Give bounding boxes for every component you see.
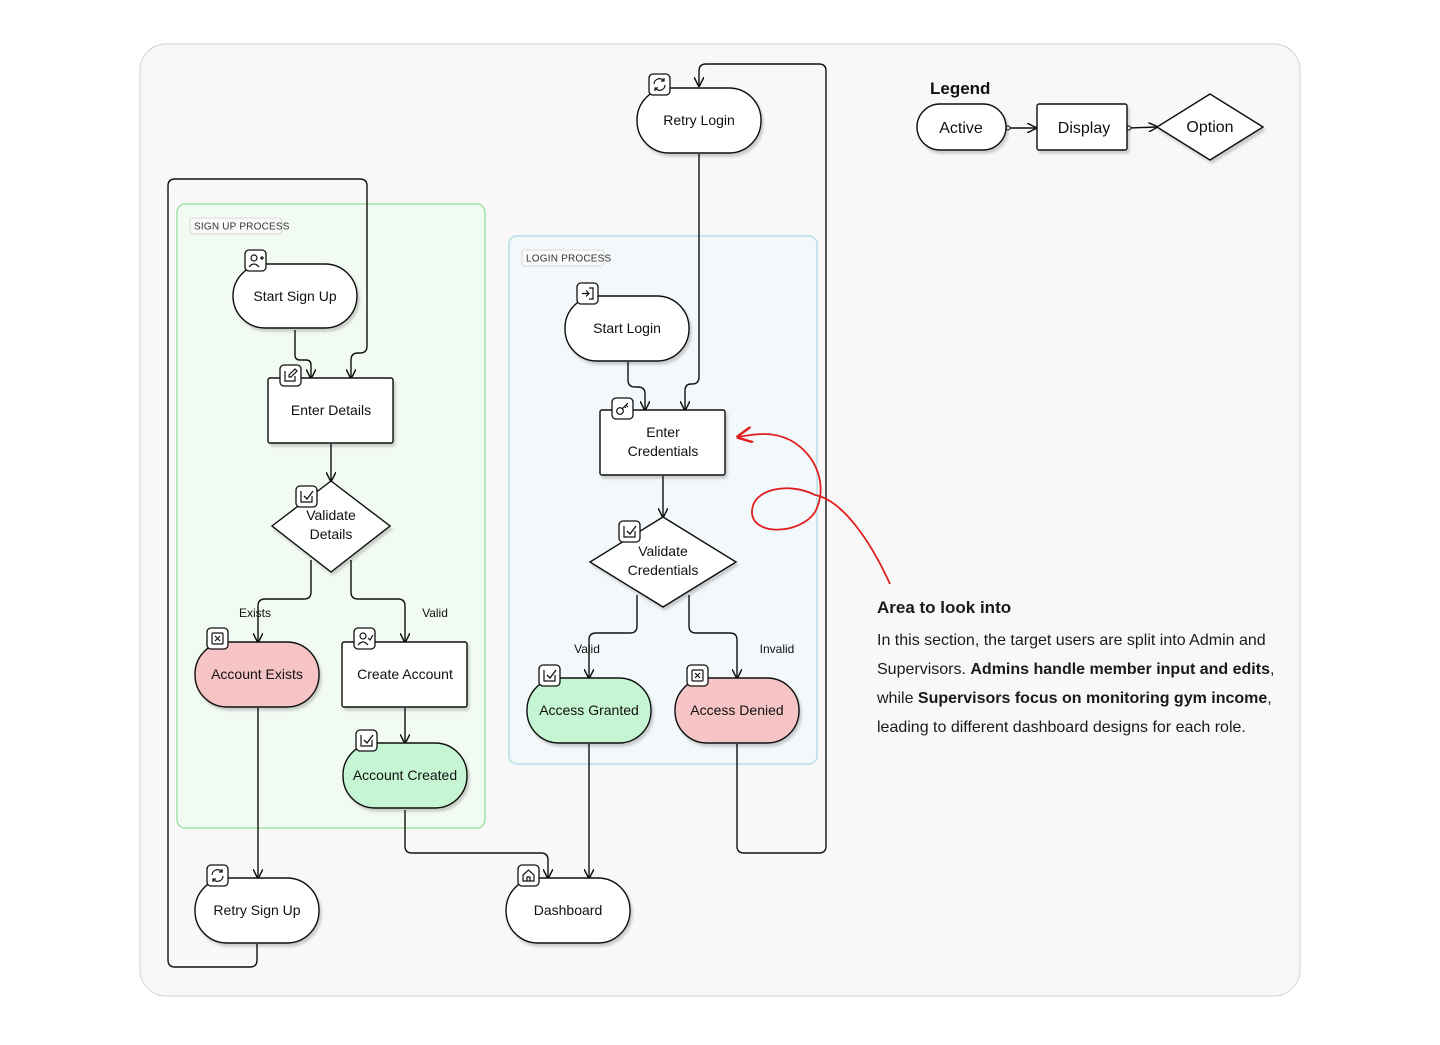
refresh-icon (648, 73, 671, 96)
node-account-created[interactable]: Account Created (342, 742, 468, 809)
legend-display-label: Display (1058, 120, 1110, 137)
refresh-icon (206, 864, 229, 887)
edge-retry-login-to-enter-credentials (685, 154, 700, 410)
legend: Legend Active Display Option (916, 79, 1265, 161)
node-dashboard[interactable]: Dashboard (505, 877, 631, 944)
signup-group-label: SIGN UP PROCESS (194, 222, 290, 233)
edge-label-exists: Exists (239, 606, 271, 620)
node-retry-login[interactable]: Retry Login (636, 87, 762, 154)
edge-retry-signup-to-enter-details (167, 178, 368, 968)
node-access-denied[interactable]: Access Denied (674, 677, 800, 744)
legend-edge-2 (1128, 127, 1157, 128)
legend-title: Legend (930, 79, 990, 98)
node-start-login[interactable]: Start Login (564, 295, 690, 362)
annotation-text-3: , leading to different dashboard designs… (877, 690, 1272, 736)
annotation-text-2: , while (877, 661, 1275, 707)
edit-icon (279, 364, 302, 387)
key-icon (611, 397, 634, 420)
login-icon (576, 282, 599, 305)
checkbox-icon (538, 664, 561, 687)
node-start-login-label: Start Login (593, 320, 661, 336)
node-enter-credentials[interactable]: Enter Credentials (599, 409, 726, 476)
node-account-created-label: Account Created (353, 767, 457, 783)
edge-label-invalid: Invalid (760, 642, 795, 656)
edge-account-created-to-dashboard (404, 810, 548, 878)
edge-start-signup-to-enter-details (294, 330, 311, 378)
node-account-exists[interactable]: Account Exists (194, 641, 320, 708)
x-square-icon (206, 627, 229, 650)
checkbox-icon (355, 729, 378, 752)
edge-access-denied-to-retry-login (699, 63, 827, 854)
edge-validate-to-access-granted (589, 595, 638, 678)
node-dashboard-label: Dashboard (534, 902, 603, 918)
edge-start-login-to-enter-credentials (627, 362, 645, 410)
edges (167, 63, 1157, 968)
annotation-bold-2: Supervisors focus on monitoring gym inco… (917, 690, 1268, 707)
login-group-label: LOGIN PROCESS (526, 254, 612, 265)
legend-option-label: Option (1186, 119, 1233, 136)
legend-active-label: Active (939, 120, 983, 137)
node-enter-details-label: Enter Details (291, 402, 371, 418)
checkbox-icon (295, 485, 318, 508)
edge-validate-to-access-denied (688, 595, 737, 678)
node-validate-credentials-label-2: Credentials (628, 562, 699, 578)
node-start-sign-up[interactable]: Start Sign Up (232, 263, 358, 329)
node-account-exists-label: Account Exists (211, 666, 303, 682)
user-check-icon (353, 627, 376, 650)
edge-validate-to-create-account (350, 560, 405, 642)
annotation-arrow (738, 434, 891, 585)
annotation-title: Area to look into (877, 598, 1012, 617)
annotation-bold-1: Admins handle member input and edits (970, 661, 1270, 678)
node-retry-sign-up[interactable]: Retry Sign Up (194, 877, 320, 944)
checkbox-icon (618, 520, 641, 543)
home-icon (517, 864, 540, 887)
legend-option: Option (1155, 93, 1265, 161)
annotation-text-1: In this section, the target users are sp… (877, 632, 1266, 678)
node-enter-details[interactable]: Enter Details (267, 377, 394, 444)
edge-validate-to-account-exists (258, 560, 312, 642)
node-enter-credentials-label-2: Credentials (628, 443, 699, 459)
node-validate-details-label-1: Validate (306, 507, 356, 523)
node-enter-credentials-label-1: Enter (646, 424, 680, 440)
annotation-body: In this section, the target users are sp… (877, 626, 1277, 742)
x-square-icon (686, 664, 709, 687)
node-create-account[interactable]: Create Account (341, 641, 468, 708)
edge-label-valid-login: Valid (574, 642, 600, 656)
node-retry-sign-up-label: Retry Sign Up (213, 902, 300, 918)
annotation-note: Area to look into In this section, the t… (877, 598, 1277, 742)
node-access-granted-label: Access Granted (539, 702, 639, 718)
node-create-account-label: Create Account (357, 666, 453, 682)
edge-label-valid-signup: Valid (422, 606, 448, 620)
user-plus-icon (244, 249, 267, 272)
node-validate-details-label-2: Details (310, 526, 353, 542)
legend-display: Display (1036, 103, 1128, 151)
node-access-denied-label: Access Denied (690, 702, 783, 718)
node-retry-login-label: Retry Login (663, 112, 735, 128)
legend-active: Active (916, 103, 1007, 151)
node-access-granted[interactable]: Access Granted (526, 677, 652, 744)
node-validate-credentials-label-1: Validate (638, 543, 688, 559)
node-start-sign-up-label: Start Sign Up (253, 288, 336, 304)
